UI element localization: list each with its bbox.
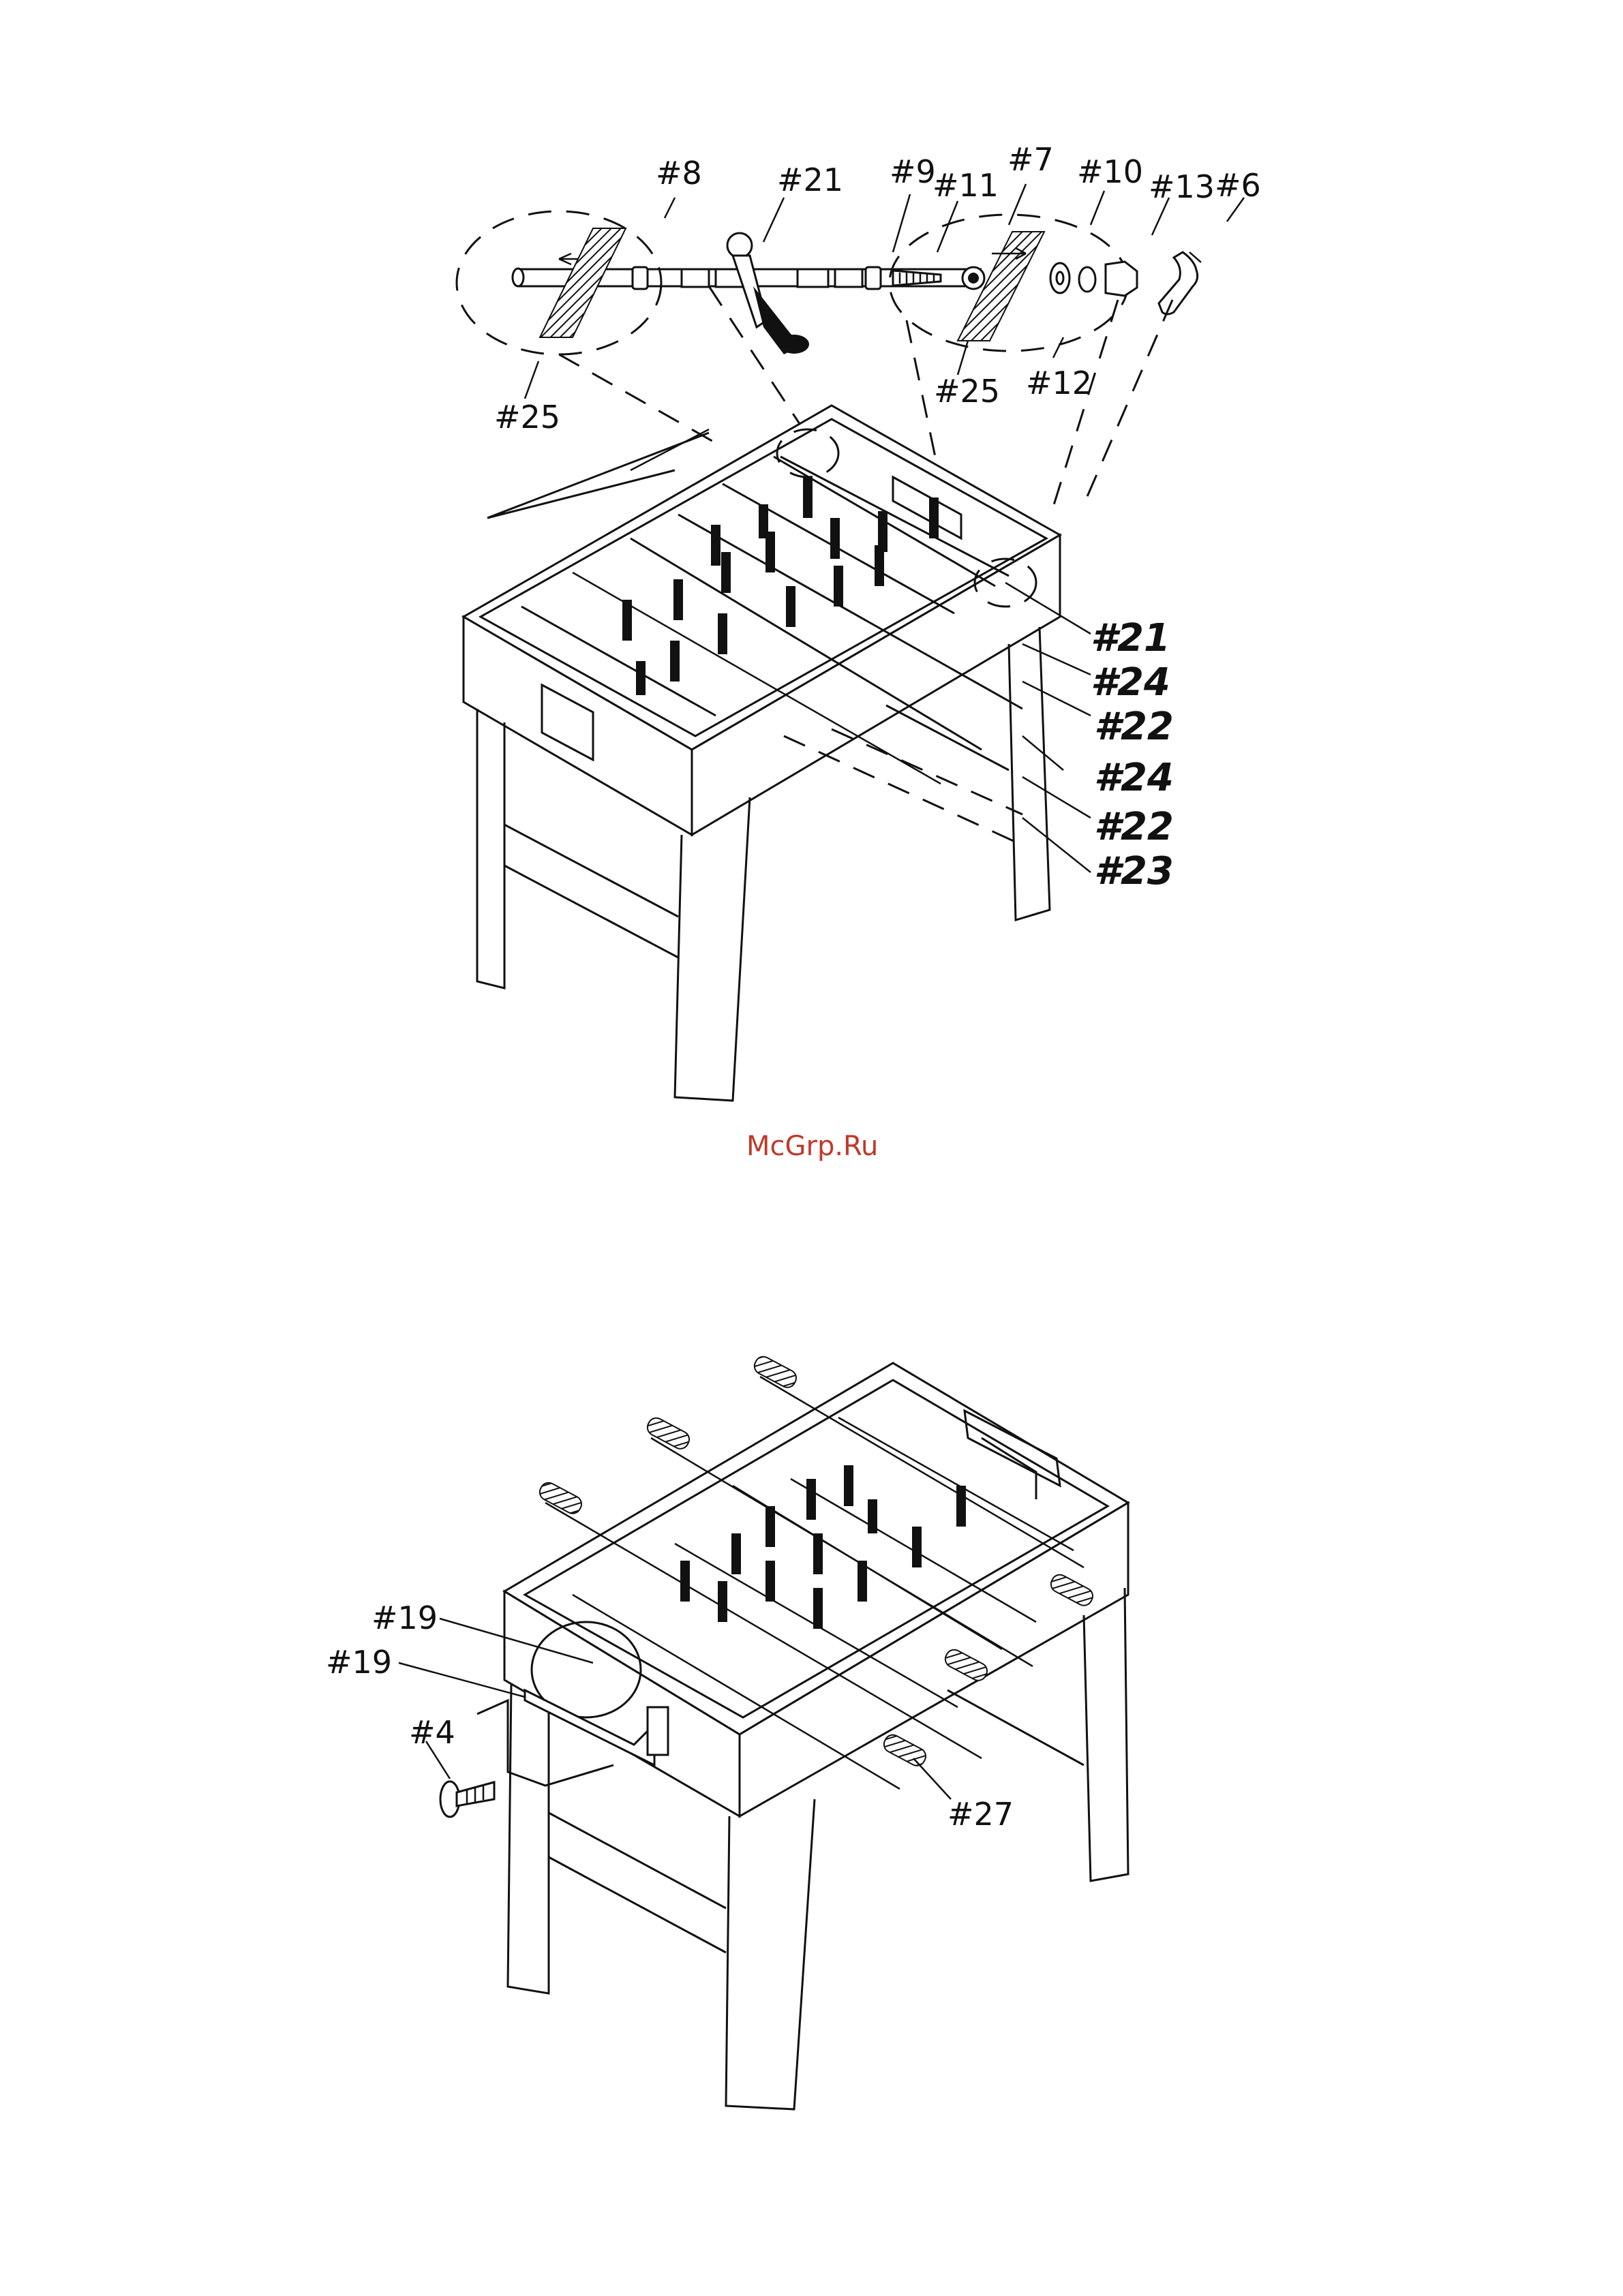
nut-icon — [1106, 262, 1137, 296]
callout-23: #23 — [1094, 849, 1174, 893]
label-part-11: #11 — [932, 167, 999, 204]
player-figure-icon — [727, 233, 809, 354]
screw-icon — [440, 1781, 494, 1817]
label-part-8: #8 — [656, 155, 702, 192]
label-part-19-b: #19 — [326, 1644, 392, 1681]
top-figure: #8 #21 #9 #11 #7 #10 #13 #6 #25 #25 #12 … — [457, 141, 1261, 1101]
foosball-table-top-view — [464, 405, 1060, 1101]
callout-22-b: #22 — [1094, 805, 1174, 849]
label-part-27: #27 — [947, 1796, 1014, 1833]
bottom-figure: #19 #19 #4 #27 — [326, 1353, 1128, 2109]
leg-front-right — [675, 797, 750, 1101]
label-part-21: #21 — [777, 162, 843, 198]
label-part-10: #10 — [1077, 153, 1143, 190]
bumper-left-icon — [540, 228, 626, 337]
leg-front-left — [477, 709, 504, 988]
grip-handle-27-icon — [881, 1732, 929, 1768]
label-part-19-a: #19 — [371, 1599, 438, 1636]
ring-icon — [1079, 267, 1095, 292]
watermark-text: McGrp.Ru — [746, 1131, 878, 1162]
callout-24-b: #24 — [1094, 756, 1174, 800]
label-part-9: #9 — [890, 153, 936, 190]
foosball-table-assembled — [399, 1353, 1128, 2109]
callout-22-a: #22 — [1094, 705, 1174, 749]
callout-24-a: #24 — [1091, 660, 1170, 705]
label-part-6: #6 — [1215, 167, 1261, 204]
label-part-25-right: #25 — [934, 373, 1000, 410]
label-part-7: #7 — [1007, 141, 1054, 178]
label-part-13: #13 — [1149, 168, 1215, 205]
leg-back-right — [1009, 627, 1050, 920]
label-part-25-left: #25 — [494, 399, 560, 435]
bearing-icon — [633, 267, 648, 289]
wrench-icon — [1159, 252, 1198, 314]
callout-21: #21 — [1091, 616, 1170, 660]
label-part-4: #4 — [409, 1714, 455, 1751]
label-part-12: #12 — [1026, 365, 1092, 401]
